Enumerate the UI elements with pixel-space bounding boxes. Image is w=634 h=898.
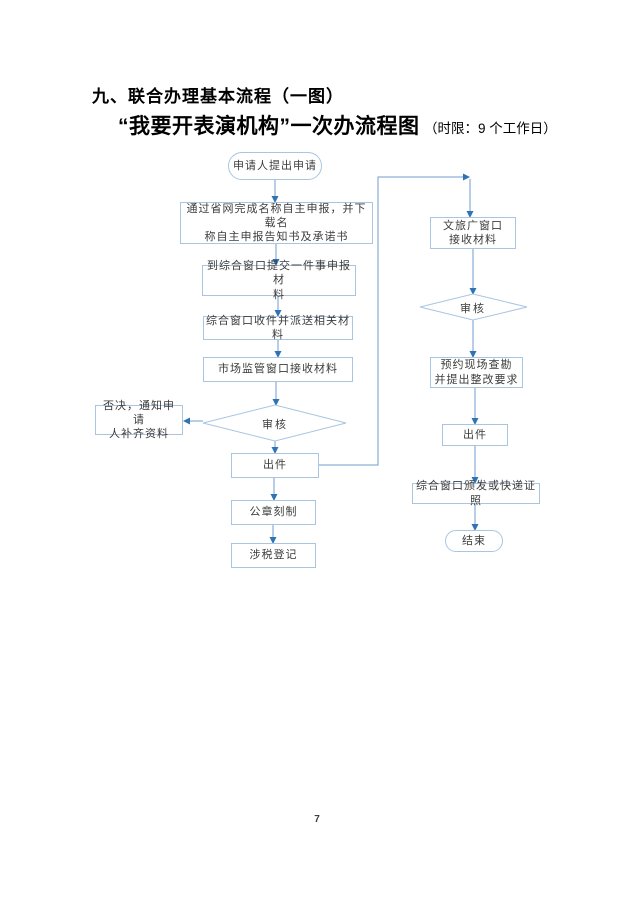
end-terminal: 结束 (445, 530, 503, 552)
start-terminal: 申请人提出申请 (228, 152, 322, 180)
reject-notice-box: 否决，通知申请 人补齐资料 (95, 400, 183, 440)
review-decision-left-label: 审核 (262, 419, 288, 431)
step-online-declare: 通过省网完成名称自主申报，并下载名 称自主申报告知书及承诺书 (180, 202, 373, 244)
review-decision-right-label: 审核 (460, 303, 486, 315)
license-delivery-box: 综合窗口颁发或快递证照 (412, 480, 540, 507)
flow-title-note: （时限：9 个工作日） (423, 121, 557, 136)
seal-making-box: 公章刻制 (231, 500, 316, 525)
site-survey-box: 预约现场查勘 并提出整改要求 (430, 357, 523, 388)
issue-box-right: 出件 (442, 424, 508, 446)
connector-lines (188, 176, 476, 540)
review-diamond-right (419, 293, 528, 321)
culture-window-receive-box: 文旅广窗口 接收材料 (430, 217, 516, 249)
step-submit-window: 到综合窗口提交一件事申报材 料 (202, 260, 356, 301)
step-market-receive: 市场监管窗口接收材料 (203, 357, 353, 382)
tax-registration-box: 涉税登记 (231, 543, 316, 568)
issue-box-left: 出件 (231, 453, 319, 478)
step-window-dispatch: 综合窗口收件并派送相关材料 (203, 315, 353, 341)
page-heading: 九、联合办理基本流程（一图） (92, 87, 344, 106)
arrowheads (183, 173, 479, 544)
page-number: 7 (314, 814, 320, 825)
flow-title: “我要开表演机构”一次办流程图 （时限：9 个工作日） (118, 110, 557, 140)
review-diamond-left (202, 404, 347, 442)
decision-diamonds (202, 293, 528, 442)
flow-title-main: “我要开表演机构”一次办流程图 (118, 115, 420, 138)
